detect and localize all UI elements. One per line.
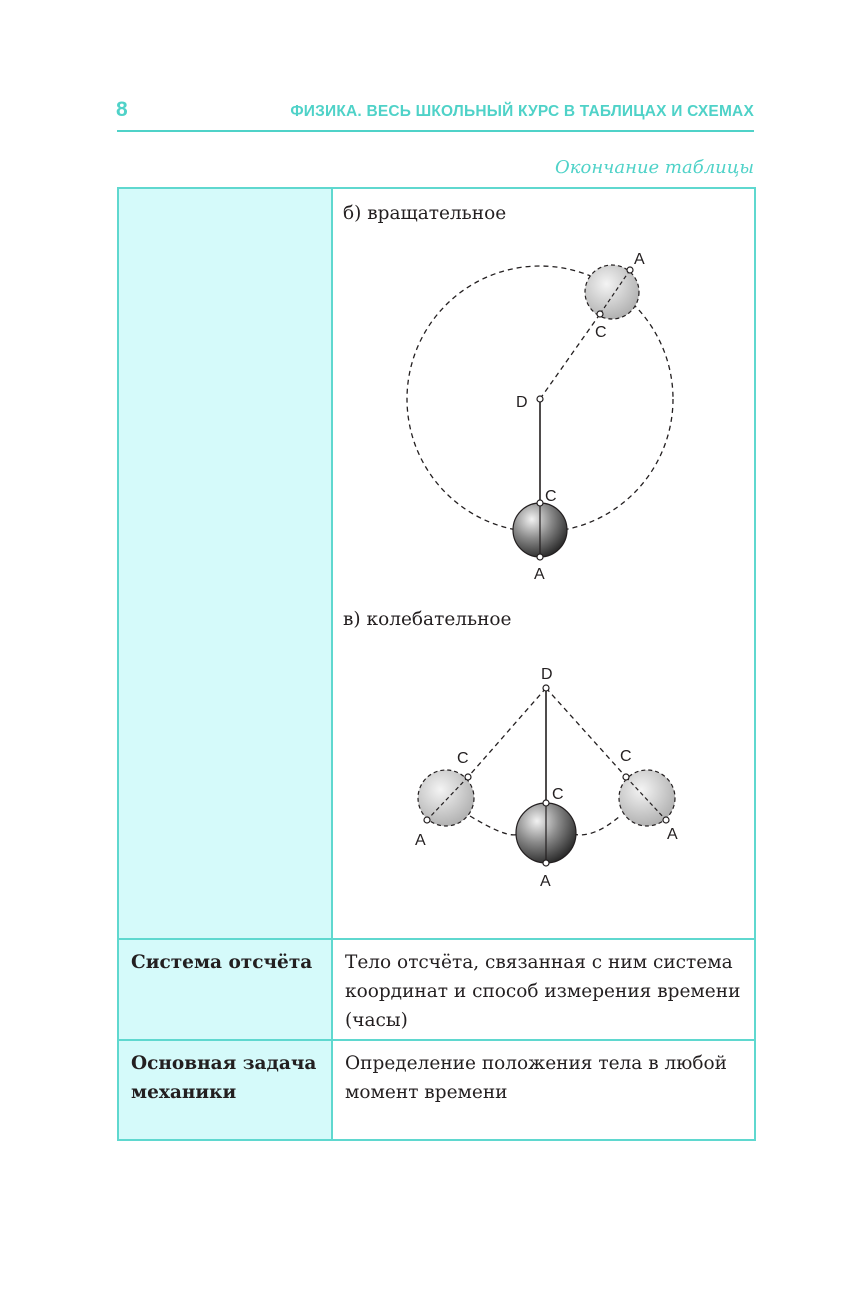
page-number: 8	[116, 98, 128, 121]
table-row: Основная задача механики Определение пол…	[117, 1039, 756, 1141]
ball-ghost-top	[584, 264, 640, 320]
label-d-rot: D	[516, 394, 528, 411]
label-c-top: C	[595, 324, 607, 341]
header-rule	[117, 130, 754, 132]
term-main-task: Основная задача механики	[131, 1053, 317, 1103]
caption-rotational: б) вращательное	[343, 203, 507, 224]
ball-ghost-left	[417, 769, 475, 827]
term-cell: Система отсчёта	[117, 938, 333, 1041]
label-c-center: C	[552, 786, 564, 803]
label-a-center: A	[540, 873, 551, 890]
label-c-left: C	[457, 750, 469, 767]
term-cell: Основная задача механики	[117, 1039, 333, 1141]
book-title: ФИЗИКА. ВЕСЬ ШКОЛЬНЫЙ КУРС В ТАБЛИЦАХ И …	[290, 103, 754, 120]
definition-cell: Тело отсчёта, связанная с ним система ко…	[331, 938, 756, 1041]
oscillatory-diagram: D C A C A C A	[415, 666, 678, 890]
pendulum-right-string	[545, 687, 627, 778]
term-reference-frame: Система отсчёта	[131, 952, 313, 973]
definition-main-task: Определение положения тела в любой момен…	[345, 1053, 727, 1103]
left-cell-empty	[117, 187, 333, 940]
label-d-osc: D	[541, 666, 553, 683]
table-row: Система отсчёта Тело отсчёта, связанная …	[117, 938, 756, 1041]
definitions-table: б) вращательное в) колебательное	[117, 187, 756, 1141]
label-a-right: A	[667, 826, 678, 843]
definition-cell: Определение положения тела в любой момен…	[331, 1039, 756, 1141]
rotational-diagram: A C D C A	[406, 251, 674, 583]
caption-oscillatory: в) колебательное	[343, 609, 512, 630]
label-c-bottom: C	[545, 488, 557, 505]
definition-reference-frame: Тело отсчёта, связанная с ним система ко…	[345, 952, 741, 1031]
label-a-left: A	[415, 832, 426, 849]
table-continuation-note: Окончание таблицы	[554, 157, 754, 178]
label-a-bottom: A	[534, 566, 545, 583]
label-c-right: C	[620, 748, 632, 765]
label-a-top: A	[634, 251, 645, 268]
pendulum-left-string	[467, 687, 547, 778]
rotation-radius-dashed	[539, 313, 601, 400]
table-row-figures: б) вращательное в) колебательное	[117, 187, 756, 940]
figures-cell: б) вращательное в) колебательное	[331, 187, 756, 940]
motion-diagrams: A C D C A	[406, 251, 678, 890]
